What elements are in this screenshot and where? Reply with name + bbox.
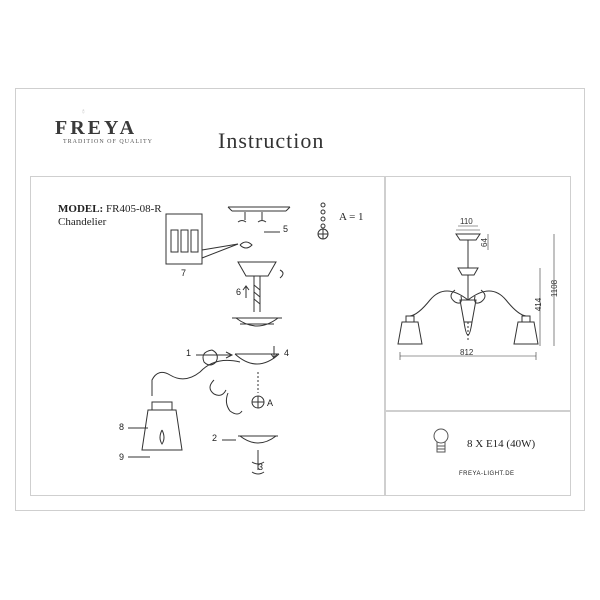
- product-type: Chandelier: [58, 216, 107, 228]
- model-code: FR405-08-R: [105, 203, 162, 215]
- dim-top-height: 64: [479, 238, 489, 247]
- callout-5: 5: [283, 224, 289, 234]
- dim-span: 812: [460, 348, 474, 357]
- dim-total-height: 1108: [550, 279, 560, 298]
- bulb-spec: 8 X E14 (40W): [467, 438, 536, 450]
- callout-6: 6: [236, 287, 242, 297]
- callout-7: 7: [181, 268, 187, 278]
- model-line: MODEL: FR405-08-R: [58, 203, 162, 215]
- svg-text:F: F: [83, 112, 84, 114]
- page-title: Instruction: [218, 128, 325, 153]
- callout-1: 1: [186, 348, 192, 358]
- dim-body-height: 414: [534, 297, 544, 312]
- brand-tagline: TRADITION OF QUALITY: [63, 139, 153, 145]
- callout-9: 9: [119, 452, 125, 462]
- callout-4: 4: [284, 348, 290, 358]
- callout-a: A: [267, 398, 274, 408]
- freya-crest-logo: F: [82, 109, 85, 114]
- bulb-icon: [433, 428, 449, 453]
- bulb-spec-panel: [385, 411, 571, 496]
- callout-2: 2: [212, 433, 218, 443]
- brand-name: FREYA: [55, 117, 138, 139]
- dim-top-width: 110: [460, 217, 473, 226]
- callout-3: 3: [258, 462, 264, 472]
- model-label: MODEL:: [58, 203, 104, 215]
- dimensions-panel: [385, 176, 571, 411]
- crystal-count-legend: A = 1: [339, 211, 364, 223]
- instruction-sheet: [15, 88, 585, 511]
- assembly-panel: [30, 176, 385, 496]
- callout-8: 8: [119, 422, 125, 432]
- website: FREYA-LIGHT.DE: [459, 471, 515, 477]
